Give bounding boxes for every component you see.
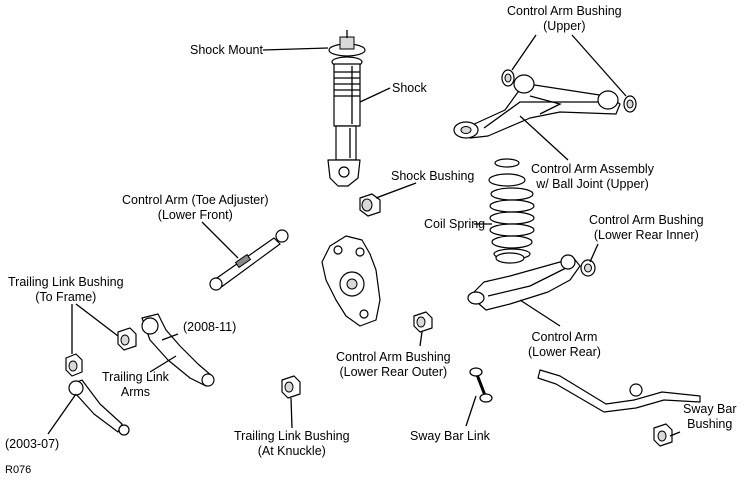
label-line: Trailing Link bbox=[102, 370, 169, 384]
label-trailing-link-arms: Trailing Link Arms bbox=[102, 370, 169, 400]
toe-adjuster-arm-part bbox=[209, 229, 289, 291]
label-coil-spring: Coil Spring bbox=[424, 217, 486, 231]
label-shock: Shock bbox=[392, 81, 427, 95]
label-trailing-link-bushing-knuckle: Trailing Link Bushing (At Knuckle) bbox=[234, 429, 350, 459]
figure-code: R076 bbox=[5, 464, 32, 476]
trailing-link-bushing-frame-part bbox=[65, 327, 137, 377]
label-line: Control Arm Assembly bbox=[531, 162, 654, 176]
label-control-arm-bushing-lower-rear-outer: Control Arm Bushing (Lower Rear Outer) bbox=[336, 350, 451, 380]
label-line: Control Arm Bushing bbox=[336, 350, 451, 364]
label-line: (To Frame) bbox=[35, 290, 97, 304]
label-line: Sway Bar bbox=[683, 402, 737, 416]
label-year-2003-07: (2003-07) bbox=[5, 437, 60, 451]
label-line: Control Arm Bushing bbox=[507, 4, 622, 18]
sway-bar-part bbox=[537, 369, 701, 413]
label-sway-bar-link: Sway Bar Link bbox=[410, 429, 490, 443]
label-line: Control Arm Bushing bbox=[589, 213, 704, 227]
lower-rear-outer-bushing-part bbox=[413, 311, 433, 333]
label-line: Trailing Link Bushing bbox=[234, 429, 350, 443]
lower-rear-inner-bushing-part bbox=[580, 259, 596, 277]
sway-bar-link-part bbox=[469, 367, 493, 403]
label-line: (Lower Rear Inner) bbox=[593, 228, 699, 242]
label-control-arm-lower-rear: Control Arm (Lower Rear) bbox=[528, 330, 601, 360]
lower-rear-control-arm-part bbox=[467, 252, 581, 311]
label-line: Control Arm bbox=[531, 330, 598, 344]
label-control-arm-bushing-lower-rear-inner: Control Arm Bushing (Lower Rear Inner) bbox=[589, 213, 704, 243]
label-line: w/ Ball Joint (Upper) bbox=[536, 177, 649, 191]
label-trailing-link-bushing-frame: Trailing Link Bushing (To Frame) bbox=[8, 275, 124, 305]
sway-bar-bushing-part bbox=[653, 423, 673, 447]
label-sway-bar-bushing: Sway Bar Bushing bbox=[683, 402, 737, 432]
label-control-arm-bushing-upper: Control Arm Bushing (Upper) bbox=[507, 4, 622, 34]
label-shock-bushing: Shock Bushing bbox=[391, 169, 475, 183]
trailing-link-arm-2008-part bbox=[141, 313, 215, 387]
upper-control-arm-bushings-part bbox=[501, 69, 637, 113]
label-line: (Lower Rear Outer) bbox=[339, 365, 448, 379]
label-line: (Lower Front) bbox=[157, 208, 233, 222]
label-line: (Lower Rear) bbox=[528, 345, 601, 359]
label-line: Control Arm (Toe Adjuster) bbox=[122, 193, 269, 207]
label-control-arm-toe-adjuster: Control Arm (Toe Adjuster) (Lower Front) bbox=[122, 193, 269, 223]
label-line: (At Knuckle) bbox=[257, 444, 326, 458]
upper-control-arm-part bbox=[453, 74, 621, 139]
coil-spring-part bbox=[488, 158, 535, 260]
label-line: Trailing Link Bushing bbox=[8, 275, 124, 289]
knuckle-part bbox=[321, 235, 381, 327]
shock-part bbox=[327, 63, 361, 187]
label-shock-mount: Shock Mount bbox=[190, 43, 263, 57]
shock-mount-part bbox=[328, 30, 366, 68]
label-control-arm-assembly-upper: Control Arm Assembly w/ Ball Joint (Uppe… bbox=[531, 162, 654, 192]
leader-lines bbox=[47, 34, 681, 437]
label-line: Bushing bbox=[687, 417, 733, 431]
label-line: (Upper) bbox=[543, 19, 586, 33]
label-year-2008-11: (2008-11) bbox=[183, 320, 237, 334]
shock-bushing-part bbox=[359, 193, 381, 217]
trailing-link-bushing-knuckle-part bbox=[281, 375, 301, 399]
label-line: Arms bbox=[120, 385, 151, 399]
